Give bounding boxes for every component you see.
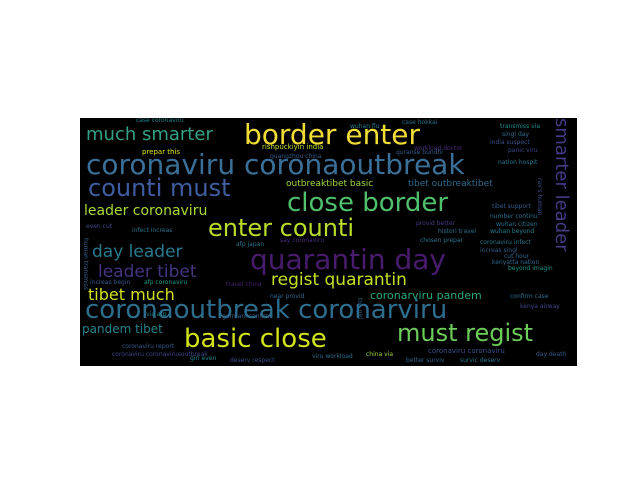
word: number continu [490,213,538,220]
word: infect increas [132,227,173,234]
word: too giri [356,298,363,320]
word: travel china [226,281,262,288]
word: counti must [88,174,231,202]
word: wuhan beyond [490,228,535,235]
word: coronaviru coronavirusoutbreak [112,351,208,358]
word: deserv respect [230,357,275,364]
word: basic close [184,324,327,354]
word: singl day [502,131,530,138]
word: coronarviru pandem [370,289,482,302]
word: guangzhou china [270,153,322,160]
word: confirm case [510,293,549,300]
word: say coronaviru [280,237,325,244]
word: much smarter [86,124,213,145]
word: survic deserv [460,357,501,364]
word: rav's human [536,178,543,216]
word: enter counti [208,214,355,242]
word: case hokkai [402,119,438,126]
word: smarter leader [551,118,572,252]
word: kenyatta nation [492,259,540,266]
word: transmiss via [500,123,540,130]
word: chosen prepar [420,237,464,244]
word-cloud: border enter coronaviru coronaoutbreak c… [80,118,577,366]
word: day leader [92,242,183,262]
word: provid better [416,220,456,227]
word: outbreaktibet basic [286,179,374,189]
word: coronaviru coronaoutbreak [86,148,465,181]
word: kenya airway [520,303,560,310]
word: day death [536,351,567,358]
word: china via [366,351,394,358]
word: must regist [397,319,534,347]
word: tibet outbreaktibet [408,179,493,189]
word: afp japan [236,241,265,248]
word: quranse bundhi [396,149,443,156]
word: quarantin day [250,243,446,276]
word: even cut [86,223,113,230]
word: leader tibet [98,262,197,282]
word: afp coronaviru [144,279,188,286]
word: coronaviru infect [480,239,531,246]
word: coronaviru coronaviru [428,347,505,355]
word: coronaoutbreak coronarviru [85,295,448,325]
word: panic viru [508,147,538,154]
word: cut hour [504,253,530,260]
word: near provid [270,293,305,300]
word: better surviv [406,357,445,364]
word: human transmiss [82,238,89,291]
word: wuhan citizen [496,221,538,228]
word: rishpuckiyin india [262,143,324,151]
word: india suspect [490,139,530,146]
word: border enter [244,118,421,151]
word: viru workload [312,353,353,360]
word: beyond imagin [508,265,553,272]
word: close border [287,188,449,218]
word: tibet support [492,203,531,210]
word: via afp [146,311,167,318]
word: leader coronaviru [84,203,208,219]
word: giri even [190,355,217,362]
word: prepar this [142,148,181,156]
word: germani confirm [222,313,272,320]
word: tibet much [88,285,175,304]
word: coronaviru report [122,343,175,350]
word: regist quarantin [271,270,407,290]
word: workload doctor [414,145,463,152]
word: pandem tibet [82,322,163,336]
word: nation hospit [498,159,538,166]
word: case coronaviru [136,118,184,124]
word: increas begin [90,279,131,286]
word: increas singl [480,247,518,254]
word: histori travel [438,228,477,235]
word: wuhan flu [350,123,380,130]
